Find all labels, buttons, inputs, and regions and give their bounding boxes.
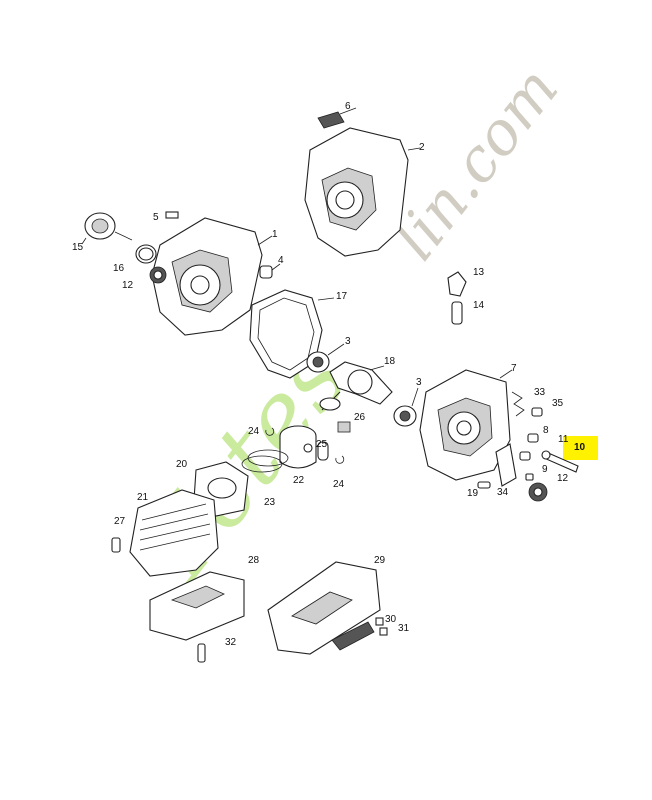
label-17: 17 [336, 291, 348, 302]
part-4-bushing [259, 263, 281, 279]
part-6-cover [317, 107, 357, 129]
part-26-needle-cage [337, 421, 351, 433]
part-5-screw [165, 211, 179, 219]
label-6: 6 [345, 101, 351, 112]
part-3-bearing-left [306, 343, 345, 373]
label-28: 28 [248, 555, 260, 566]
part-19-screw [477, 481, 491, 489]
label-11: 11 [558, 434, 569, 445]
part-34-bracket [495, 443, 517, 487]
highlight-part-10 [563, 436, 598, 460]
part-1-crankcase-left [151, 217, 273, 336]
part-15-pulley [81, 212, 133, 245]
label-22: 22 [293, 475, 305, 486]
label-27: 27 [114, 516, 126, 527]
part-3-bearing-right [393, 387, 419, 427]
part-30-screw [375, 617, 384, 626]
label-4: 4 [278, 255, 284, 266]
label-29: 29 [374, 555, 386, 566]
part-9-screw [525, 473, 534, 481]
label-9: 9 [542, 464, 548, 475]
label-3-right: 3 [416, 377, 422, 388]
label-10: 10 [574, 442, 586, 453]
part-10-pin [541, 450, 579, 473]
part-12-seal-right [528, 482, 548, 502]
part-29-muffler-cover [267, 561, 381, 655]
part-7-crankcase-right [419, 369, 513, 481]
label-2: 2 [419, 142, 425, 153]
part-28-cover [149, 571, 245, 641]
label-20: 20 [176, 459, 188, 470]
part-32-screw [197, 643, 206, 663]
part-33-spring [511, 391, 525, 417]
part-27-screw [111, 537, 121, 553]
label-5: 5 [153, 212, 159, 223]
label-24-right: 24 [333, 479, 345, 490]
part-18-crankshaft [319, 361, 393, 411]
part-14-plug [451, 301, 463, 325]
label-18: 18 [384, 356, 396, 367]
label-7: 7 [511, 363, 517, 374]
part-12-seal-left [149, 266, 167, 284]
label-30: 30 [385, 614, 397, 625]
label-13: 13 [473, 267, 485, 278]
label-14: 14 [473, 300, 485, 311]
label-8: 8 [543, 425, 549, 436]
part-11-sleeve [519, 451, 531, 461]
part-24-clip-right [335, 455, 345, 464]
part-25-piston-pin [317, 441, 329, 461]
part-8-bushing [527, 433, 539, 443]
part-31-screw [379, 627, 388, 636]
part-21-cylinder [129, 489, 219, 577]
part-16-oring [135, 244, 157, 264]
label-33: 33 [534, 387, 546, 398]
label-12-right: 12 [557, 473, 569, 484]
label-23: 23 [264, 497, 276, 508]
part-24-clip-left [265, 427, 275, 436]
label-32: 32 [225, 637, 237, 648]
label-12-left: 12 [122, 280, 134, 291]
part-23-piston-rings [241, 449, 289, 473]
part-2-crankcase-upper [304, 127, 421, 257]
label-1: 1 [272, 229, 278, 240]
part-35-screw [531, 407, 543, 417]
label-35: 35 [552, 398, 564, 409]
label-19: 19 [467, 488, 479, 499]
label-31: 31 [398, 623, 410, 634]
label-25: 25 [316, 439, 328, 450]
label-16: 16 [113, 263, 125, 274]
label-21: 21 [137, 492, 149, 503]
part-22-piston [279, 425, 317, 469]
part-13-valve [447, 271, 467, 297]
label-26: 26 [354, 412, 366, 423]
label-24-left: 24 [248, 426, 260, 437]
label-15: 15 [72, 242, 84, 253]
label-34: 34 [497, 487, 509, 498]
label-3-left: 3 [345, 336, 351, 347]
